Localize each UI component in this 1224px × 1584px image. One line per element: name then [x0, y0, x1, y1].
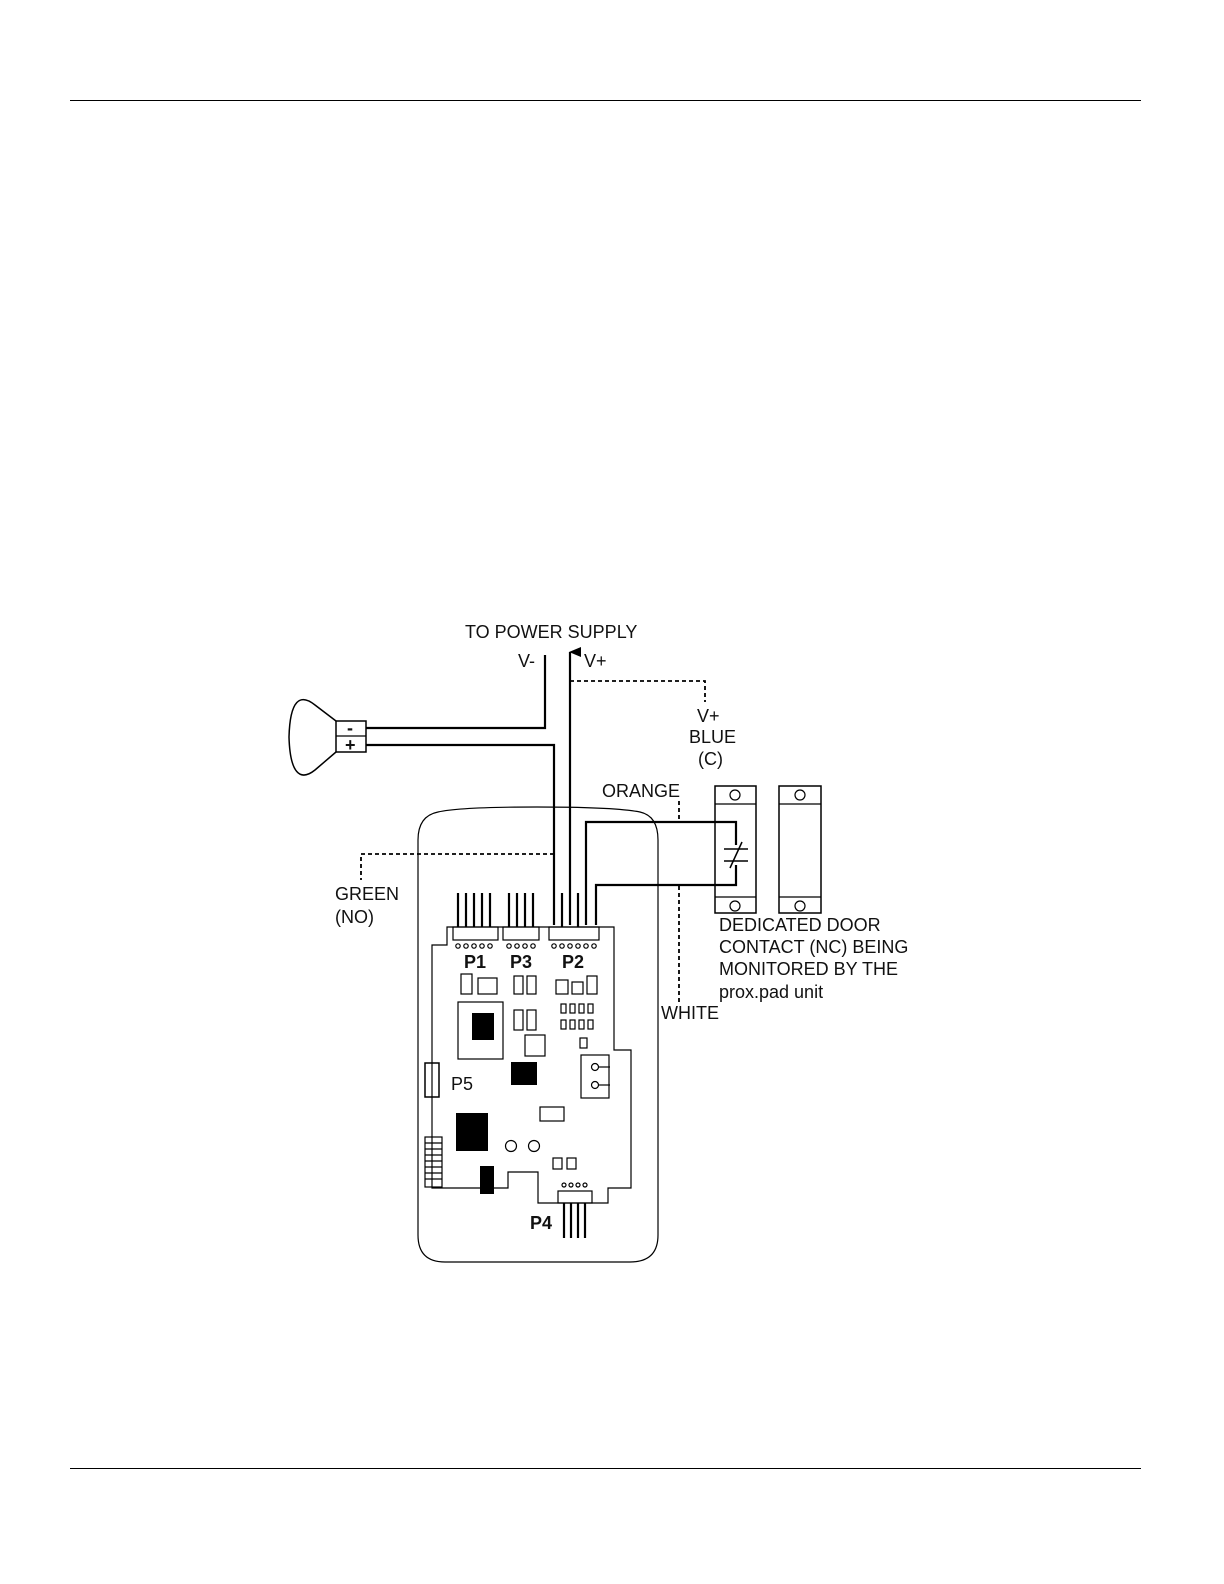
- p3-header: [503, 927, 539, 940]
- green-no-label: (NO): [335, 907, 374, 927]
- door-contact-magnet: [779, 786, 821, 913]
- v-plus-top-label: V+: [584, 651, 607, 671]
- door-contact-caption-line-4: prox.pad unit: [719, 982, 823, 1002]
- door-contact-caption-line-1: DEDICATED DOOR: [719, 915, 881, 935]
- blue-c-label: (C): [698, 749, 723, 769]
- v-plus-blue-label: V+: [697, 706, 720, 726]
- p1-header: [453, 927, 498, 940]
- header-holes: [456, 944, 596, 948]
- connector-p5-label: P5: [451, 1074, 473, 1094]
- connector-p4-label: P4: [530, 1213, 552, 1233]
- connector-p3-label: P3: [510, 952, 532, 972]
- p3-pins: [509, 893, 533, 927]
- connector-p1-label: P1: [464, 952, 486, 972]
- v-minus-label: V-: [518, 651, 535, 671]
- connector-p2-label: P2: [562, 952, 584, 972]
- p1-pins: [458, 893, 490, 927]
- p2-header: [549, 927, 599, 940]
- p4-holes: [562, 1183, 587, 1187]
- wire-orange: [586, 822, 736, 925]
- power-supply-label: TO POWER SUPPLY: [465, 622, 637, 642]
- door-contact-caption-line-3: MONITORED BY THE: [719, 959, 898, 979]
- wire-blue-dashed: [570, 681, 705, 702]
- p4-header: [558, 1191, 592, 1203]
- door-contact-caption-line-2: CONTACT (NC) BEING: [719, 937, 908, 957]
- wire-green-dashed: [361, 854, 554, 880]
- white-label: WHITE: [661, 1003, 719, 1023]
- edge-connector-stripes: [425, 1137, 442, 1187]
- orange-label: ORANGE: [602, 781, 680, 801]
- green-label: GREEN: [335, 884, 399, 904]
- relay-terminal-icon: [592, 1064, 611, 1089]
- blue-label: BLUE: [689, 727, 736, 747]
- p4-pins: [564, 1203, 585, 1238]
- nc-contact-symbol: [724, 842, 748, 868]
- speaker-plus-sign: +: [345, 735, 356, 755]
